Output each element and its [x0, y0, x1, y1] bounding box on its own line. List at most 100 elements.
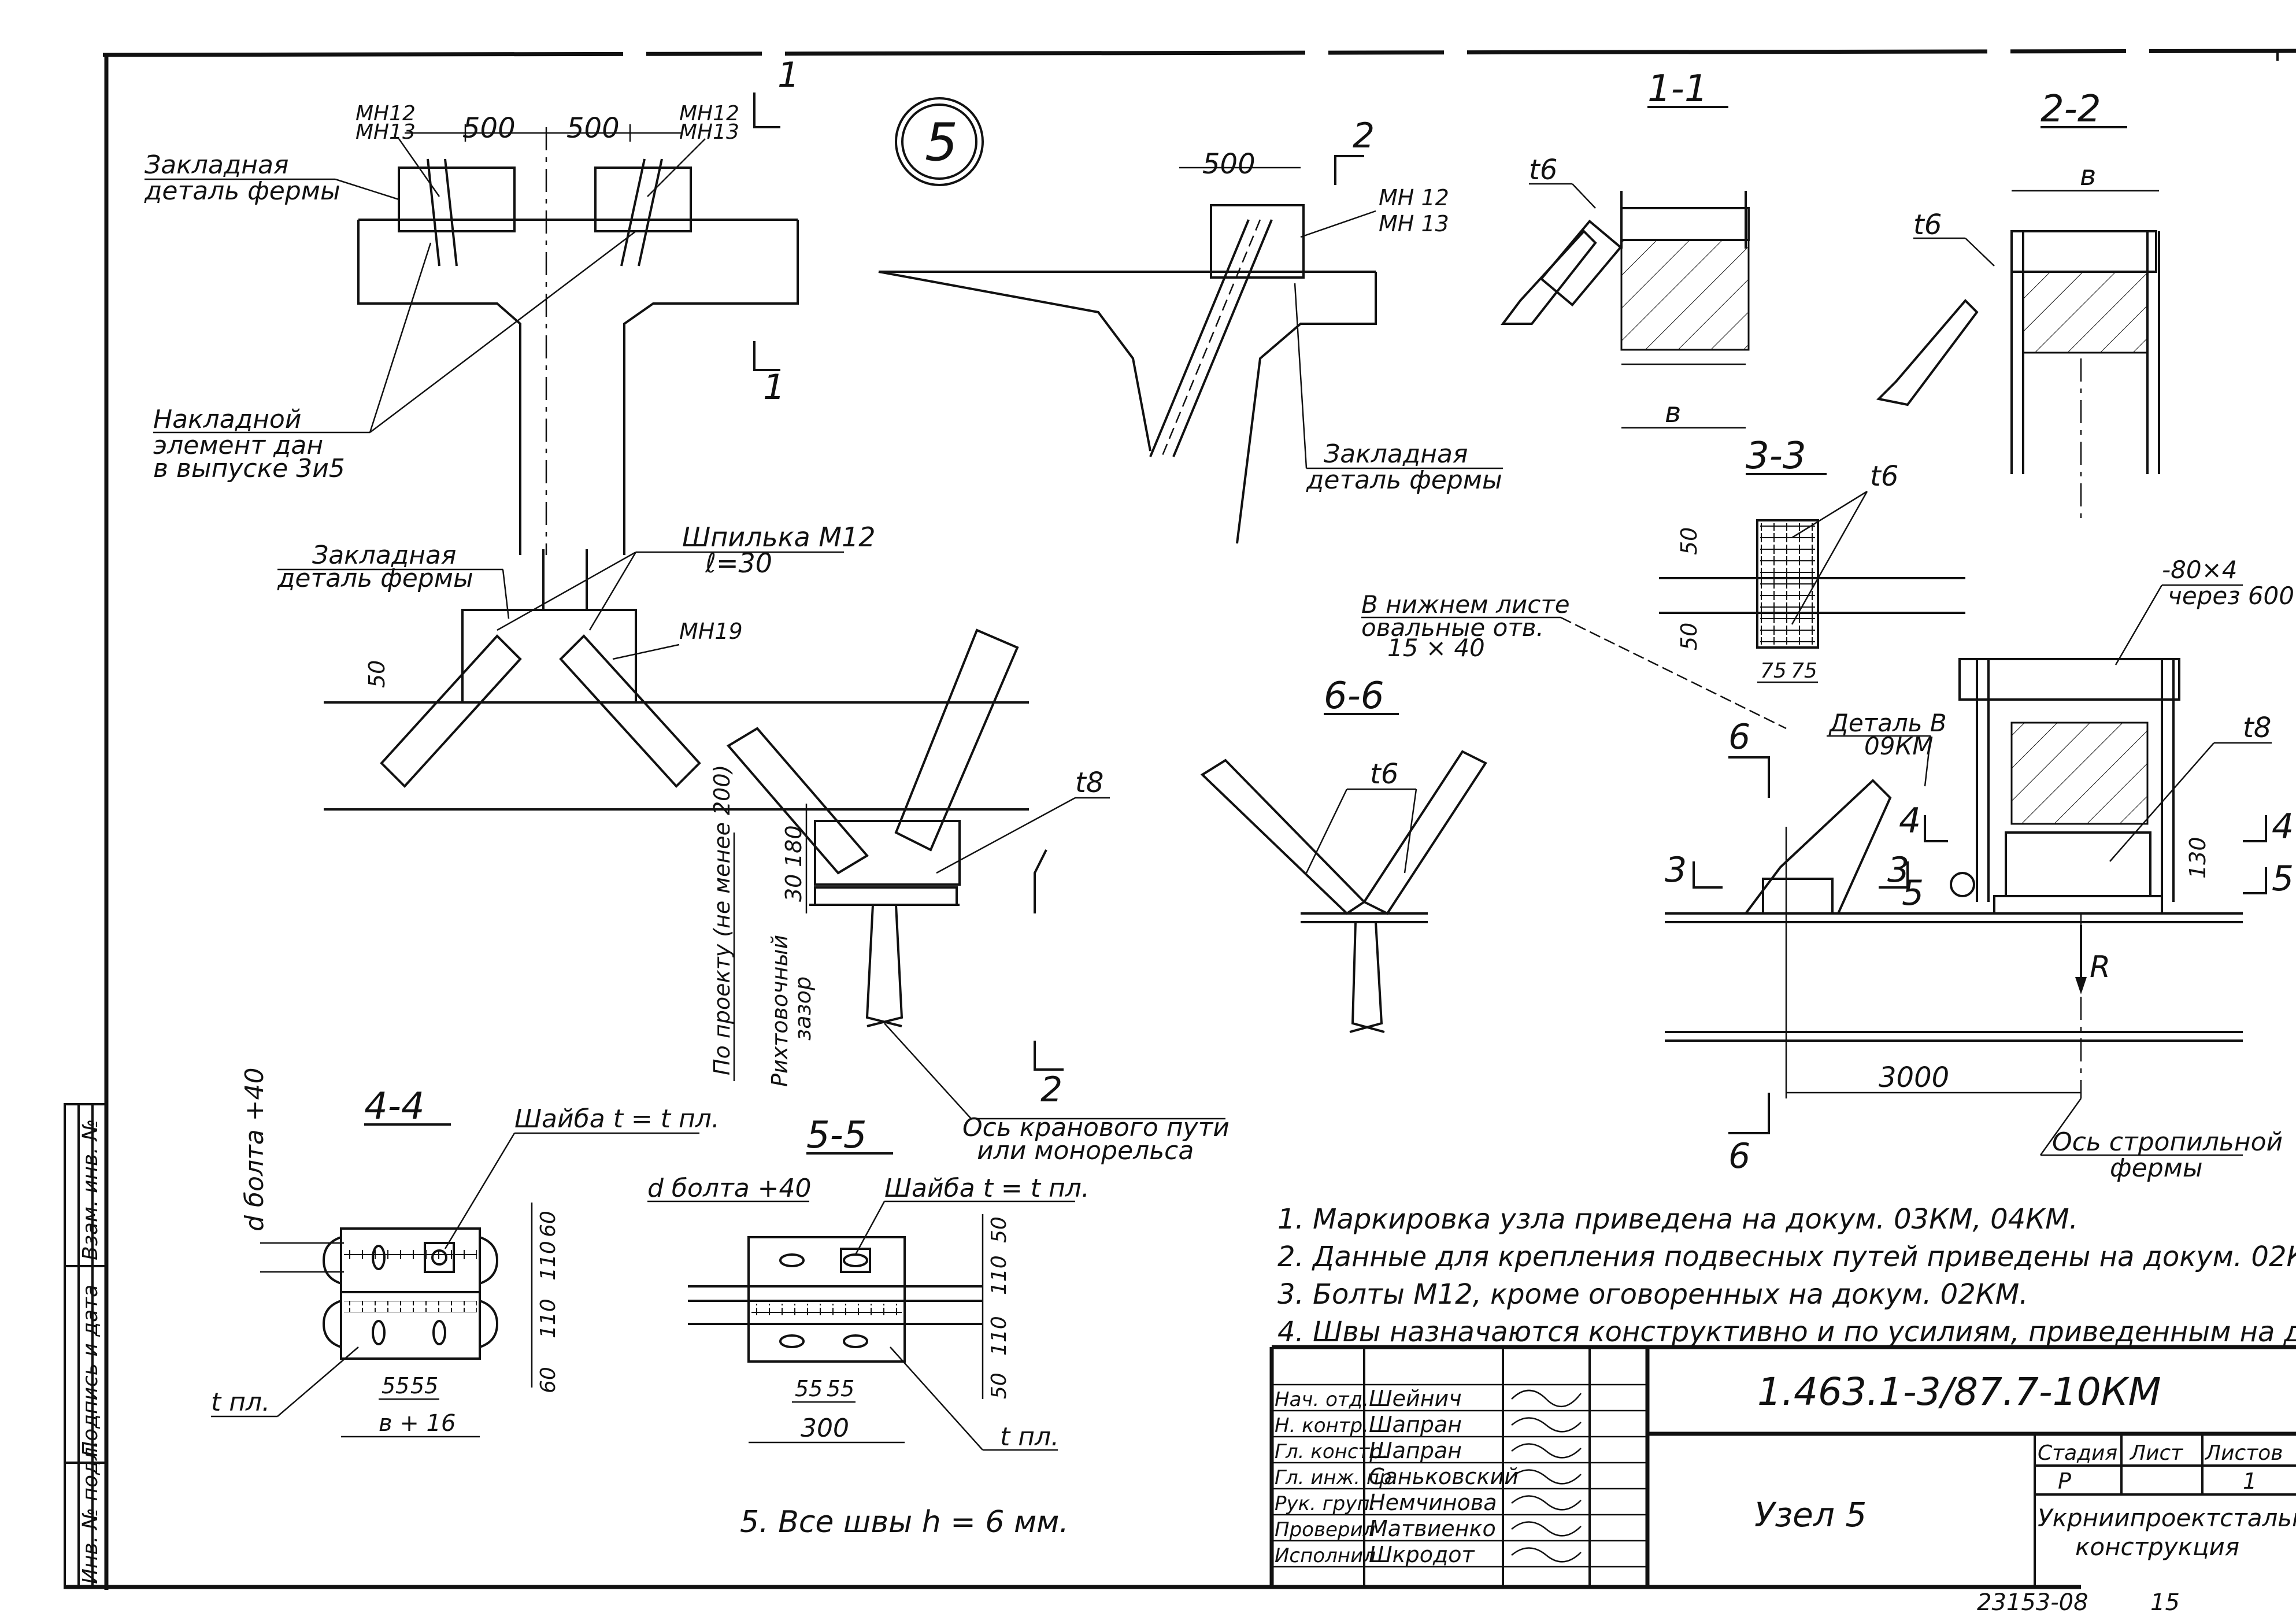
label-crane-axis-1: Ось кранового пути	[962, 1113, 1230, 1142]
dim-b16: в + 16	[379, 1410, 456, 1437]
view-top-left: 500 500 МН12 МН13 МН12 МН13 Закладная де…	[144, 55, 799, 555]
stage-value: Р	[2058, 1468, 2071, 1494]
label-oval-1: В нижнем листе	[1361, 590, 1570, 619]
label-d-bolt-b: d болта +40	[647, 1174, 812, 1203]
name-2: Шапран	[1369, 1438, 1462, 1463]
cut-6-top: 6	[1728, 717, 1750, 757]
cut-3-left: 3	[1665, 850, 1687, 890]
role-0: Нач. отд.	[1275, 1388, 1369, 1411]
role-1: Н. контр.	[1275, 1414, 1369, 1437]
label-by-project: По проекту (не менее 200)	[709, 765, 735, 1075]
role-5: Проверил	[1275, 1518, 1375, 1541]
label-detail-b-1: Деталь В	[1828, 709, 1947, 737]
section-6-6-title: 6-6	[1324, 675, 1384, 717]
cut-2-bottom: 2	[1040, 1070, 1062, 1110]
doc-code: 1.463.1-3/87.7-10КМ	[1757, 1370, 2161, 1414]
label-strip-2: через 600	[2168, 582, 2294, 610]
dim-50-e: 50	[987, 1372, 1011, 1399]
cut-5-left: 5	[1902, 873, 1924, 913]
name-6: Шкродот	[1369, 1542, 1475, 1567]
dim-110-a: 110	[536, 1241, 560, 1281]
label-t-pl-a: t пл.	[211, 1388, 270, 1417]
welds-note: 5. Все швы h = 6 мм.	[740, 1505, 1069, 1540]
dim-b-a: в	[1665, 397, 1681, 429]
label-embed-plate-a2: деталь фермы	[144, 176, 340, 206]
label-mn13-b: МН13	[679, 120, 739, 144]
label-mn13-c: МН 13	[1379, 211, 1449, 236]
dim-75-b: 75	[1791, 659, 1817, 683]
section-2-2: 2-2 в t6	[1876, 88, 2160, 520]
section-1-1: 1-1 в t6	[1501, 68, 1750, 429]
label-embed-plate-c1: Закладная	[312, 541, 456, 570]
dim-t6-b: t6	[1913, 209, 1942, 241]
note-2: 2. Данные для крепления подвесных путей …	[1277, 1241, 2296, 1273]
dim-t6-c: t6	[1870, 460, 1898, 493]
dim-75-a: 75	[1760, 659, 1787, 683]
dim-500-b: 500	[566, 112, 620, 145]
section-4-4: 4-4 Шайба t = t пл. d болта +40 60 110 1…	[211, 1067, 720, 1438]
label-mn12-b: МН12	[679, 102, 739, 125]
dim-110-c: 110	[987, 1255, 1011, 1295]
dim-b-b: в	[2080, 160, 2096, 192]
sheet-label: Лист	[2129, 1441, 2183, 1465]
dim-60-a: 60	[536, 1211, 560, 1237]
section-3-3-title: 3-3	[1746, 435, 1806, 478]
dim-50-c: 50	[1676, 623, 1702, 650]
section-5-5-title: 5-5	[806, 1114, 867, 1157]
stamp-sign-label: Подпись и дата	[79, 1285, 102, 1457]
label-washer-a: Шайба t = t пл.	[514, 1104, 720, 1134]
cut-2-top: 2	[1353, 116, 1375, 156]
label-embed-plate-b1: Закладная	[1324, 439, 1468, 469]
label-embed-plate-b2: деталь фермы	[1306, 465, 1502, 495]
dim-60-b: 60	[536, 1367, 560, 1393]
label-washer-b: Шайба t = t пл.	[884, 1174, 1090, 1203]
label-oval-3: 15 × 40	[1387, 634, 1485, 662]
view-crane-rail: t8 180 30 По проекту (не менее 200) Рихт…	[709, 628, 1230, 1166]
dim-180: 180	[781, 825, 806, 867]
stamp-inv-label: Инв. № подл.	[79, 1441, 102, 1584]
node-marker: 5	[895, 97, 984, 186]
section-6-6: 6-6 t6	[1200, 675, 1487, 1033]
label-r: R	[2090, 950, 2110, 985]
dim-30: 30	[781, 874, 806, 902]
title-block: Нач. отд. Н. контр. Гл. констр. Гл. инж.…	[1269, 1345, 2296, 1587]
section-3-3: 3-3 t6 50 50 75 75	[1659, 435, 1965, 683]
label-mn12-c: МН 12	[1379, 185, 1449, 210]
dim-55-b: 55	[410, 1373, 438, 1399]
label-strip-1: -80×4	[2162, 556, 2238, 584]
dim-t8-b: t8	[2243, 712, 2271, 744]
dim-t6-a: t6	[1529, 154, 1557, 186]
dim-500-c: 500	[1202, 148, 1256, 180]
cut-6-bottom: 6	[1728, 1136, 1750, 1177]
label-truss-axis-1: Ось стропильной	[2052, 1127, 2283, 1157]
name-1: Шапран	[1369, 1412, 1462, 1437]
note-oval-holes: В нижнем листе овальные отв. 15 × 40	[1361, 590, 1787, 730]
label-adjust-gap-2: зазор	[790, 976, 816, 1041]
label-mn19: МН19	[679, 619, 743, 644]
label-truss-axis-2: фермы	[2110, 1153, 2203, 1183]
dim-3000: 3000	[1879, 1061, 1949, 1094]
dim-t8-a: t8	[1075, 767, 1103, 799]
title-block-rows	[1272, 1383, 1647, 1568]
dim-50-b: 50	[1676, 527, 1702, 555]
cut-5-right: 5	[2272, 859, 2294, 899]
label-crane-axis-2: или монорельса	[977, 1136, 1194, 1166]
section-2-2-title: 2-2	[2041, 88, 2101, 131]
cut-4-right: 4	[2272, 806, 2294, 847]
label-mn12-a: МН12	[355, 102, 416, 125]
note-4: 4. Швы назначаются конструктивно и по ус…	[1277, 1316, 2296, 1348]
section-4-4-title: 4-4	[364, 1085, 425, 1128]
dim-55-c: 55	[795, 1376, 823, 1401]
view-right-lower: 3000 R Ось стропильной фермы -80×4 через…	[1665, 556, 2294, 1183]
dim-300: 300	[801, 1414, 849, 1443]
dim-110-b: 110	[536, 1298, 560, 1338]
view-mid-left: Закладная деталь фермы Шпилька М12 ℓ=30 …	[277, 521, 1029, 811]
role-4: Рук. груп.	[1275, 1492, 1376, 1515]
footer-num: 15	[2150, 1589, 2180, 1613]
name-4: Немчинова	[1369, 1490, 1497, 1515]
label-adjust-gap-1: Рихтовочный	[767, 935, 793, 1087]
label-t-pl-b: t пл.	[1000, 1422, 1059, 1452]
label-d-bolt-a: d болта +40	[240, 1067, 269, 1231]
